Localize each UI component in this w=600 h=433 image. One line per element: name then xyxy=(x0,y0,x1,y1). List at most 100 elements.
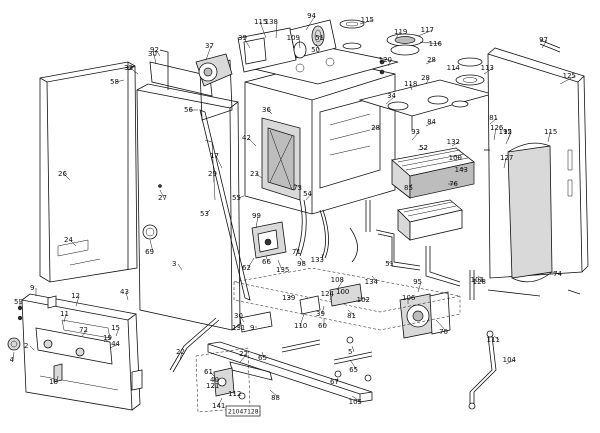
callout-number: 40 xyxy=(210,376,219,384)
callout-number: 115 xyxy=(361,16,374,24)
callout-number: 92 xyxy=(503,128,512,136)
callout-number: 62 xyxy=(242,264,251,272)
callout-number: 50 xyxy=(311,46,320,54)
callout-number: 5 xyxy=(348,348,352,356)
callout-leader-line xyxy=(493,127,497,141)
callout-leader-line xyxy=(261,351,265,359)
callout-leader-line xyxy=(179,351,183,361)
callout-leader-line xyxy=(205,209,211,215)
callout-number: 94 xyxy=(307,12,316,20)
callout-number: 81 xyxy=(489,114,498,122)
callout-leader-line xyxy=(359,297,370,301)
callout-number: 72 xyxy=(79,326,88,334)
callout-number: 121 xyxy=(206,382,219,390)
callout-leader-line xyxy=(505,359,516,365)
heat-exchanger xyxy=(391,147,475,199)
callout-leader-line xyxy=(75,295,80,307)
callout-leader-line xyxy=(56,375,59,383)
callout-number: 65 xyxy=(258,354,267,362)
callout-number: 30 xyxy=(234,312,243,320)
callout-leader-line xyxy=(503,157,507,169)
callout-leader-line xyxy=(287,295,293,299)
callout-leader-line xyxy=(255,215,259,229)
callout-number: 99 xyxy=(252,212,261,220)
callout-leader-line xyxy=(507,131,512,141)
callout-number: 92 xyxy=(150,46,159,54)
callout-number: 52 xyxy=(419,144,428,152)
callout-number: 119 xyxy=(394,28,407,36)
callout-leader-line xyxy=(277,259,283,271)
callout-leader-line xyxy=(305,15,316,31)
reference-code-box: 21047128 xyxy=(225,405,261,417)
callout-leader-line xyxy=(559,75,576,85)
callout-number: 100 xyxy=(449,154,462,162)
callout-number: 37 xyxy=(205,42,214,50)
expansion-vessel xyxy=(507,142,553,283)
callout-number: 3 xyxy=(172,260,176,268)
callout-number: 134 xyxy=(365,278,379,286)
burner xyxy=(397,199,463,241)
callout-leader-line xyxy=(299,257,306,265)
callout-number: 51 xyxy=(315,34,324,42)
callout-number: 76 xyxy=(449,180,458,188)
callout-number: 115 xyxy=(544,128,557,136)
callout-leader-line xyxy=(159,189,165,199)
callout-leader-line xyxy=(129,67,139,75)
callout-number: 117 xyxy=(421,26,434,34)
callout-leader-line xyxy=(265,255,269,263)
lower-fittings xyxy=(239,283,373,382)
callout-leader-line xyxy=(153,53,157,65)
callout-number: 23 xyxy=(250,170,259,178)
callout-number: 70 xyxy=(439,328,448,336)
callout-leader-line xyxy=(69,239,77,247)
callout-leader-line xyxy=(255,173,263,179)
callout-number: 28 xyxy=(371,124,380,132)
callout-leader-line xyxy=(317,35,324,39)
callout-leader-line xyxy=(489,117,498,125)
callout-leader-line xyxy=(239,315,245,323)
callout-number: 44 xyxy=(111,340,120,348)
callout-leader-line xyxy=(321,253,324,261)
callout-number: 11 xyxy=(60,310,69,318)
callout-leader-line xyxy=(217,397,223,407)
callout-number: 141 xyxy=(212,402,225,410)
callout-number: 93 xyxy=(411,128,420,136)
callout-leader-line xyxy=(335,377,339,383)
callout-leader-line xyxy=(305,193,312,201)
callout-number: 18 xyxy=(49,378,58,386)
callout-leader-line xyxy=(295,247,299,253)
fan-assembly xyxy=(195,53,233,87)
callout-leader-line xyxy=(483,67,494,75)
callout-number: 115 xyxy=(499,128,512,136)
callout-number: 22 xyxy=(239,350,248,358)
callout-leader-line xyxy=(63,173,71,181)
callout-leader-line xyxy=(451,67,460,71)
callout-number: 43 xyxy=(120,288,129,296)
callout-number: 15 xyxy=(111,324,120,332)
callout-number: 116 xyxy=(429,40,443,48)
callout-leader-line xyxy=(267,109,273,115)
callout-number: 110 xyxy=(294,322,307,330)
callout-number: 126 xyxy=(490,124,504,132)
callout-leader-line xyxy=(237,195,245,199)
callout-number: 106 xyxy=(402,294,416,302)
callout-leader-line xyxy=(477,275,484,281)
callout-leader-line xyxy=(351,395,362,403)
callout-number: 67 xyxy=(330,378,339,386)
callout-number: 12 xyxy=(71,292,80,300)
callout-leader-line xyxy=(337,279,344,289)
callout-leader-line xyxy=(417,147,428,151)
callout-number: 59 xyxy=(14,298,23,306)
callout-leader-line xyxy=(419,41,442,45)
callout-number: 51 xyxy=(385,260,394,268)
callout-number: 135 xyxy=(276,266,289,274)
callout-leader-line xyxy=(329,293,334,301)
callout-leader-line xyxy=(109,343,120,349)
callout-number: 127 xyxy=(500,154,513,162)
callout-leader-line xyxy=(243,37,251,49)
reference-code: 21047128 xyxy=(228,409,259,416)
callout-leader-line xyxy=(409,83,413,91)
callout-number: 105 xyxy=(349,398,362,406)
